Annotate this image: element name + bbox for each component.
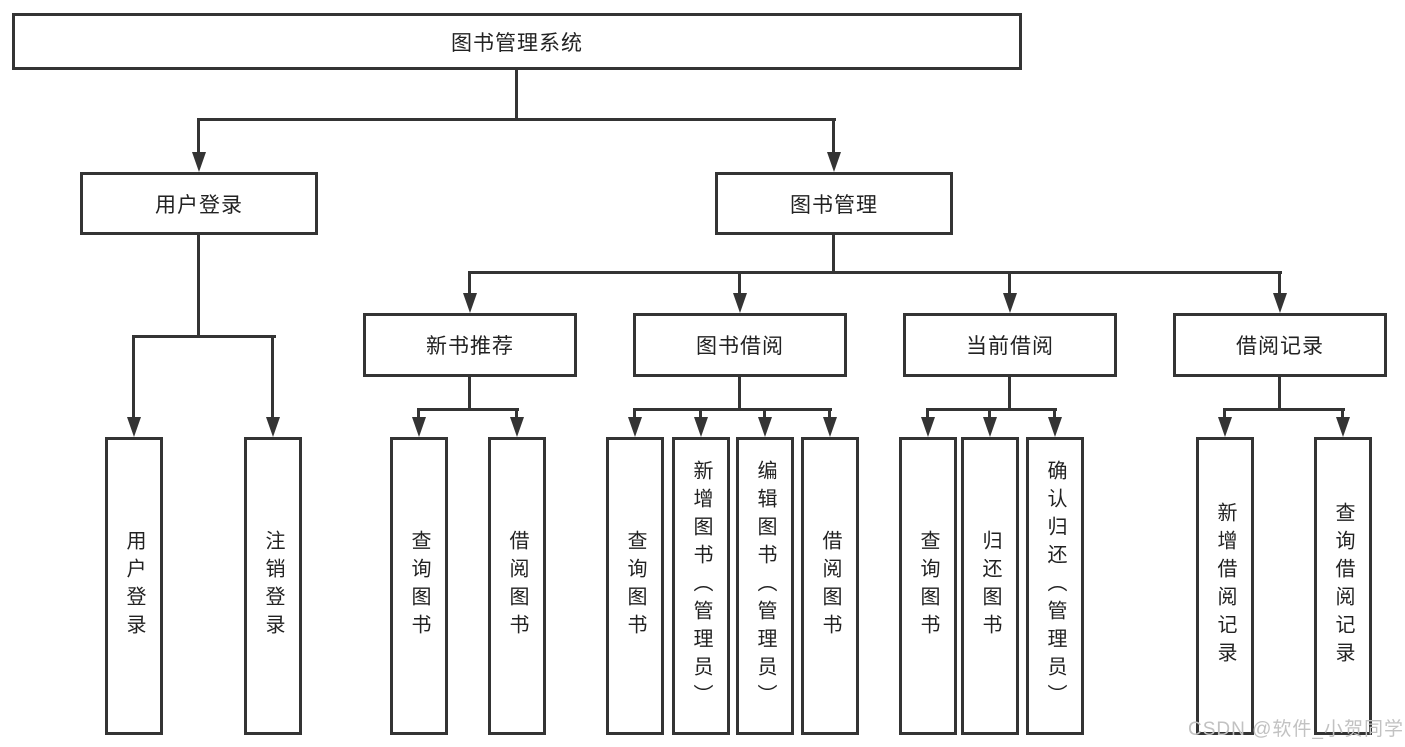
connector-line: [828, 408, 831, 422]
arrow-down-icon: [127, 417, 141, 437]
connector-line: [926, 408, 929, 422]
leaf-query-books-current: 查询图书: [899, 437, 957, 735]
connector-line: [132, 335, 135, 421]
arrow-down-icon: [463, 293, 477, 313]
connector-line: [738, 271, 741, 297]
leaf-label: 查询图书: [624, 530, 646, 642]
arrow-down-icon: [412, 417, 426, 437]
connector-line: [1053, 408, 1056, 422]
node-label: 新书推荐: [426, 335, 514, 358]
connector-line: [763, 408, 766, 422]
leaf-borrow-books-recommend: 借阅图书: [488, 437, 546, 735]
connector-line: [1278, 377, 1281, 411]
arrow-down-icon: [1003, 293, 1017, 313]
arrow-down-icon: [694, 417, 708, 437]
connector-line: [633, 408, 636, 422]
connector-line: [633, 408, 832, 411]
node-new-book-recommend: 新书推荐: [363, 313, 577, 377]
leaf-edit-books-admin: 编辑图书（管理员）: [736, 437, 794, 735]
leaf-query-books-recommend: 查询图书: [390, 437, 448, 735]
arrow-down-icon: [823, 417, 837, 437]
leaf-label: 确认归还（管理员）: [1044, 460, 1066, 712]
connector-line: [515, 408, 518, 422]
node-label: 当前借阅: [966, 335, 1054, 358]
connector-line: [1008, 377, 1011, 411]
connector-line: [197, 235, 200, 337]
leaf-label: 归还图书: [979, 530, 1001, 642]
connector-line: [468, 271, 1282, 274]
arrow-down-icon: [733, 293, 747, 313]
leaf-label: 新增借阅记录: [1214, 502, 1236, 670]
leaf-label: 用户登录: [123, 530, 145, 642]
connector-line: [1278, 271, 1281, 297]
connector-line: [132, 335, 276, 338]
connector-line: [926, 408, 1057, 411]
connector-line: [1008, 271, 1011, 297]
arrow-down-icon: [921, 417, 935, 437]
arrow-down-icon: [628, 417, 642, 437]
node-label: 图书管理: [790, 193, 878, 217]
connector-line: [197, 118, 200, 158]
connector-line: [988, 408, 991, 422]
node-label: 图书管理系统: [451, 31, 583, 55]
leaf-label: 查询图书: [917, 530, 939, 642]
connector-line: [515, 70, 518, 118]
node-book-management: 图书管理: [715, 172, 953, 235]
connector-line: [832, 235, 835, 274]
connector-line: [1341, 408, 1344, 422]
connector-line: [417, 408, 519, 411]
arrow-down-icon: [758, 417, 772, 437]
node-user-login: 用户登录: [80, 172, 318, 235]
leaf-add-books-admin: 新增图书（管理员）: [672, 437, 730, 735]
leaf-confirm-return-admin: 确认归还（管理员）: [1026, 437, 1084, 735]
leaf-borrow-books-borrowing: 借阅图书: [801, 437, 859, 735]
connector-line: [1223, 408, 1345, 411]
arrow-down-icon: [1218, 417, 1232, 437]
arrow-down-icon: [1336, 417, 1350, 437]
connector-line: [738, 377, 741, 411]
arrow-down-icon: [983, 417, 997, 437]
leaf-label: 借阅图书: [819, 530, 841, 642]
leaf-user-login: 用户登录: [105, 437, 163, 735]
leaf-query-borrow-record: 查询借阅记录: [1314, 437, 1372, 735]
leaf-query-books-borrowing: 查询图书: [606, 437, 664, 735]
connector-line: [832, 118, 835, 158]
connector-line: [197, 118, 836, 121]
arrow-down-icon: [510, 417, 524, 437]
node-label: 借阅记录: [1236, 335, 1324, 358]
node-label: 用户登录: [155, 193, 243, 217]
arrow-down-icon: [266, 417, 280, 437]
leaf-label: 新增图书（管理员）: [690, 460, 712, 712]
watermark: CSDN @软件_小贺同学: [1188, 719, 1404, 740]
leaf-label: 注销登录: [262, 530, 284, 642]
connector-line: [1223, 408, 1226, 422]
connector-line: [417, 408, 420, 422]
arrow-down-icon: [1048, 417, 1062, 437]
node-borrowing-records: 借阅记录: [1173, 313, 1387, 377]
connector-line: [271, 335, 274, 421]
connector-line: [468, 377, 471, 411]
leaf-label: 借阅图书: [506, 530, 528, 642]
leaf-label: 查询借阅记录: [1332, 502, 1354, 670]
connector-line: [699, 408, 702, 422]
node-book-borrowing: 图书借阅: [633, 313, 847, 377]
node-library-system: 图书管理系统: [12, 13, 1022, 70]
leaf-label: 编辑图书（管理员）: [754, 460, 776, 712]
connector-line: [468, 271, 471, 297]
arrow-down-icon: [192, 152, 206, 172]
leaf-return-books: 归还图书: [961, 437, 1019, 735]
leaf-add-borrow-record: 新增借阅记录: [1196, 437, 1254, 735]
leaf-logout: 注销登录: [244, 437, 302, 735]
node-label: 图书借阅: [696, 335, 784, 358]
node-current-borrowing: 当前借阅: [903, 313, 1117, 377]
arrow-down-icon: [1273, 293, 1287, 313]
arrow-down-icon: [827, 152, 841, 172]
leaf-label: 查询图书: [408, 530, 430, 642]
